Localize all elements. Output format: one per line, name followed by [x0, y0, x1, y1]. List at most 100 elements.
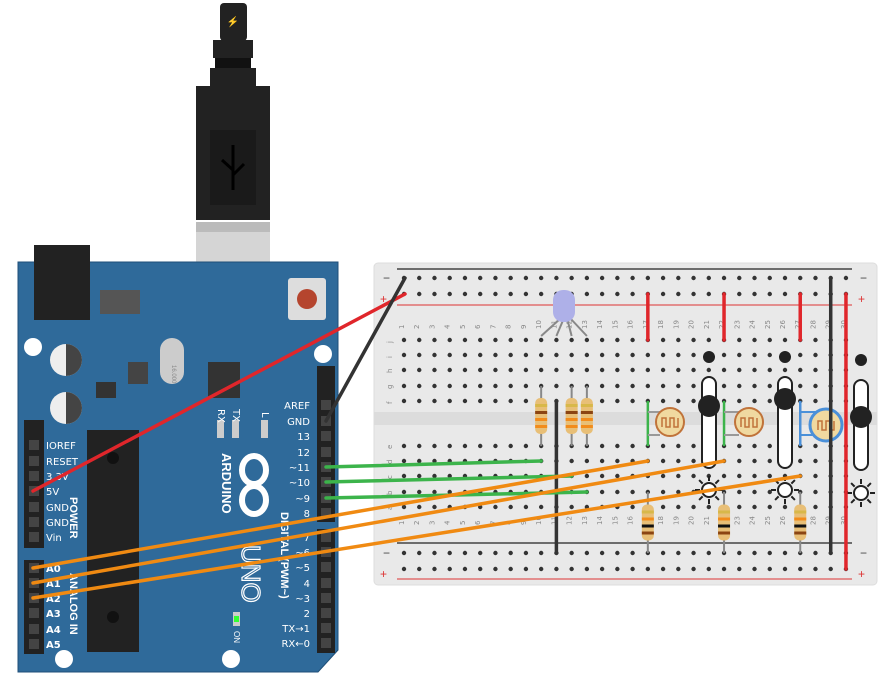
breadboard-hole[interactable] [676, 398, 681, 404]
breadboard-hole[interactable] [630, 504, 635, 510]
rail-hole[interactable] [676, 550, 681, 556]
breadboard-hole[interactable] [523, 383, 529, 389]
breadboard-hole[interactable] [599, 352, 605, 358]
rail-hole[interactable] [599, 566, 605, 572]
rail-hole[interactable] [706, 291, 711, 297]
breadboard-hole[interactable] [752, 352, 757, 358]
breadboard-hole[interactable] [447, 489, 452, 495]
breadboard-hole[interactable] [599, 398, 605, 404]
rail-hole[interactable] [767, 550, 772, 556]
breadboard-hole[interactable] [401, 352, 407, 358]
rail-hole[interactable] [645, 275, 651, 281]
rail-hole[interactable] [813, 550, 818, 556]
breadboard-hole[interactable] [721, 473, 727, 479]
breadboard-hole[interactable] [813, 383, 818, 389]
rail-hole[interactable] [538, 275, 544, 281]
rail-hole[interactable] [523, 275, 529, 281]
rail-hole[interactable] [737, 291, 742, 297]
breadboard-hole[interactable] [538, 352, 544, 358]
breadboard-hole[interactable] [432, 504, 437, 510]
breadboard-hole[interactable] [615, 383, 620, 389]
rail-hole[interactable] [813, 291, 818, 297]
breadboard-hole[interactable] [523, 337, 529, 343]
rail-hole[interactable] [493, 566, 498, 572]
rail-hole[interactable] [798, 275, 803, 281]
breadboard-hole[interactable] [813, 352, 818, 358]
rail-hole[interactable] [752, 566, 757, 572]
breadboard-hole[interactable] [599, 458, 605, 464]
breadboard-hole[interactable] [676, 504, 681, 510]
breadboard-hole[interactable] [432, 367, 437, 373]
breadboard-hole[interactable] [721, 367, 727, 373]
breadboard-hole[interactable] [401, 398, 407, 404]
breadboard-hole[interactable] [737, 473, 742, 479]
breadboard-hole[interactable] [813, 473, 818, 479]
power-pin-0[interactable] [29, 440, 39, 450]
breadboard-hole[interactable] [630, 337, 635, 343]
rail-hole[interactable] [584, 550, 590, 556]
breadboard-hole[interactable] [599, 337, 605, 343]
analog-pin-3[interactable] [29, 608, 39, 618]
breadboard-hole[interactable] [462, 398, 468, 404]
breadboard-hole[interactable] [660, 398, 666, 404]
rail-hole[interactable] [538, 550, 544, 556]
rail-hole[interactable] [691, 291, 696, 297]
breadboard-hole[interactable] [478, 367, 483, 373]
digital-pin-8[interactable] [321, 532, 331, 542]
rail-hole[interactable] [752, 291, 757, 297]
breadboard-hole[interactable] [676, 383, 681, 389]
breadboard-hole[interactable] [401, 458, 407, 464]
breadboard-hole[interactable] [508, 383, 513, 389]
rail-hole[interactable] [645, 566, 651, 572]
breadboard-hole[interactable] [676, 367, 681, 373]
breadboard-hole[interactable] [752, 489, 757, 495]
breadboard-hole[interactable] [752, 473, 757, 479]
breadboard-hole[interactable] [691, 383, 696, 389]
breadboard-hole[interactable] [447, 443, 452, 449]
rail-hole[interactable] [447, 550, 452, 556]
breadboard-hole[interactable] [401, 473, 407, 479]
rail-hole[interactable] [462, 566, 468, 572]
breadboard-hole[interactable] [554, 337, 559, 343]
power-pin-2[interactable] [29, 471, 39, 481]
breadboard-hole[interactable] [462, 337, 468, 343]
breadboard-hole[interactable] [432, 398, 437, 404]
rail-hole[interactable] [478, 550, 483, 556]
rail-hole[interactable] [660, 275, 666, 281]
light-intensity-slider[interactable] [850, 354, 872, 471]
breadboard-hole[interactable] [737, 458, 742, 464]
breadboard-hole[interactable] [523, 443, 529, 449]
breadboard-hole[interactable] [401, 337, 407, 343]
breadboard-hole[interactable] [554, 383, 559, 389]
breadboard-hole[interactable] [706, 504, 711, 510]
rail-hole[interactable] [462, 291, 468, 297]
breadboard-hole[interactable] [584, 473, 590, 479]
light-source-icon[interactable] [847, 479, 875, 507]
rail-hole[interactable] [569, 566, 574, 572]
breadboard-hole[interactable] [813, 489, 818, 495]
rail-hole[interactable] [538, 291, 544, 297]
rail-hole[interactable] [508, 275, 513, 281]
breadboard-hole[interactable] [737, 383, 742, 389]
breadboard-hole[interactable] [737, 443, 742, 449]
rail-hole[interactable] [584, 275, 590, 281]
breadboard-hole[interactable] [752, 504, 757, 510]
breadboard-hole[interactable] [432, 473, 437, 479]
rail-hole[interactable] [691, 275, 696, 281]
rail-hole[interactable] [782, 291, 788, 297]
rail-hole[interactable] [554, 566, 559, 572]
rail-hole[interactable] [676, 291, 681, 297]
rail-hole[interactable] [447, 566, 452, 572]
breadboard-hole[interactable] [615, 489, 620, 495]
breadboard-hole[interactable] [462, 383, 468, 389]
breadboard-hole[interactable] [813, 337, 818, 343]
digital-pin-11[interactable] [321, 578, 331, 588]
breadboard-hole[interactable] [447, 473, 452, 479]
rail-hole[interactable] [630, 291, 635, 297]
breadboard-hole[interactable] [569, 337, 574, 343]
power-pin-1[interactable] [29, 456, 39, 466]
breadboard-hole[interactable] [523, 398, 529, 404]
breadboard-hole[interactable] [813, 367, 818, 373]
breadboard-hole[interactable] [508, 504, 513, 510]
resistor[interactable] [535, 386, 548, 446]
